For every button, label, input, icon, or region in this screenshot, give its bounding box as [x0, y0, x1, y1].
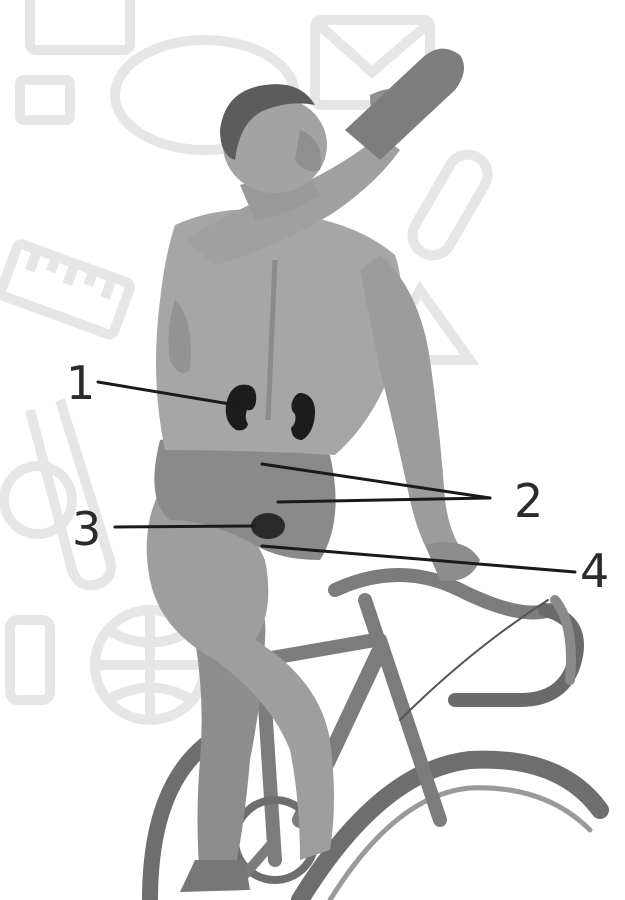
- stem: [365, 600, 385, 660]
- laptop-icon: [30, 0, 130, 50]
- bladder-icon: [251, 513, 285, 539]
- callout-label-1: 1: [66, 360, 95, 406]
- callout-label-4: 4: [580, 548, 609, 594]
- rear-shoe: [180, 860, 250, 892]
- leader-line-3: [115, 526, 253, 527]
- battery-icon: [20, 80, 70, 120]
- pill-icon: [405, 147, 495, 262]
- ruler-icon: [0, 243, 131, 336]
- mail-envelope-flap: [318, 24, 428, 72]
- phone-icon: [10, 620, 50, 700]
- brake-lever: [555, 600, 571, 680]
- callout-label-3: 3: [72, 506, 101, 552]
- callout-label-2: 2: [514, 478, 543, 524]
